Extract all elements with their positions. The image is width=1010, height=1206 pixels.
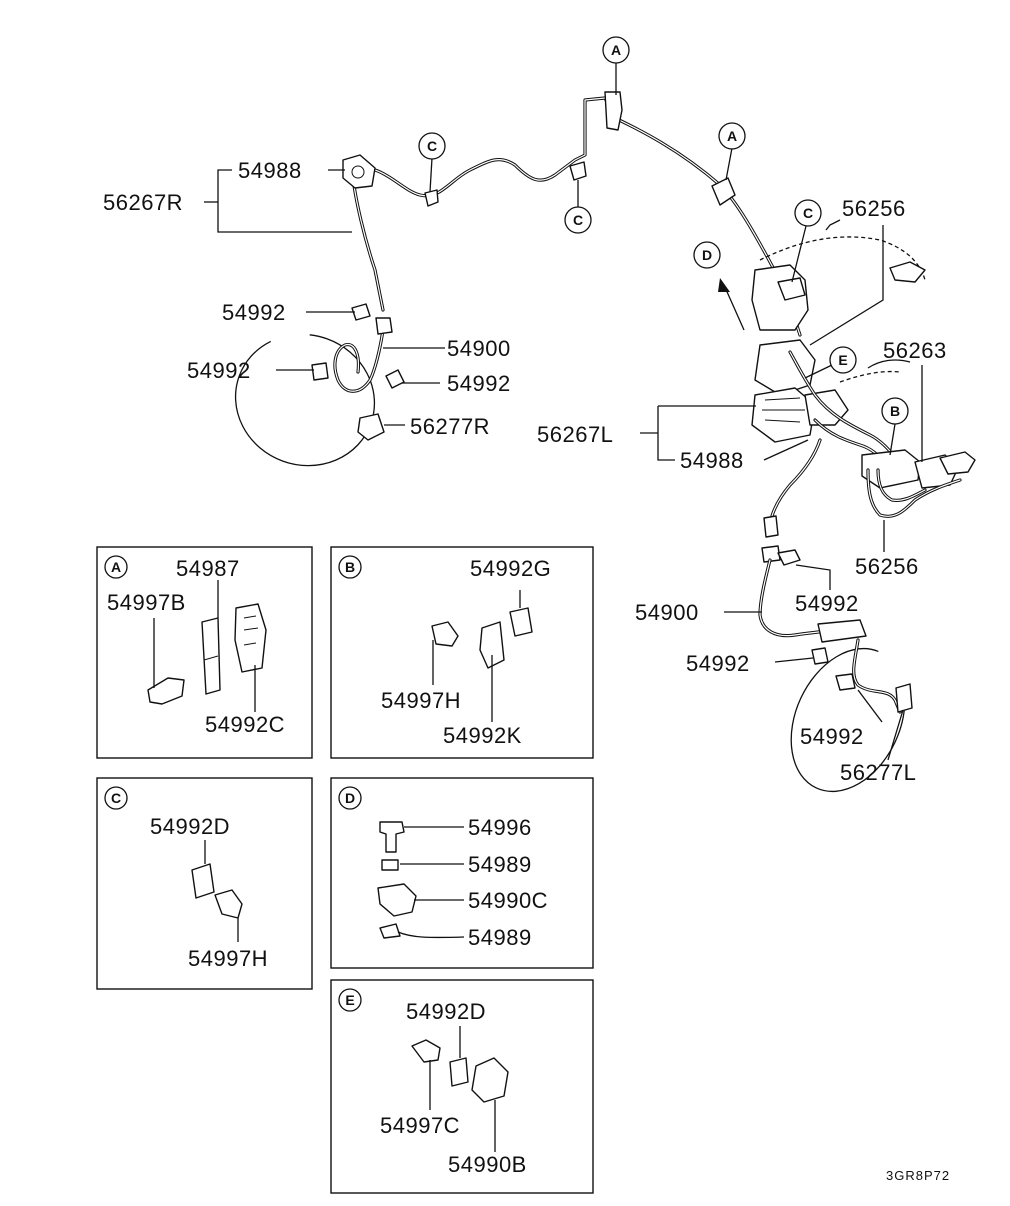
svg-text:B: B [890,403,900,419]
label-54992-right-1: 54992 [222,300,286,325]
left-wheel-hose-group [758,515,913,793]
svg-text:A: A [111,559,121,575]
label-54992-right-2: 54992 [187,358,251,383]
label-54988-left: 54988 [680,448,744,473]
leader-lines [204,169,923,761]
label-54992-left-3: 54992 [800,724,864,749]
callout-a-mid: A [718,122,746,181]
clip-c-2 [569,161,587,181]
svg-text:C: C [803,205,813,221]
clip-a-mid [711,177,736,206]
clip-c-1 [424,189,439,207]
label-56277l: 56277L [840,760,916,785]
svg-text:E: E [838,352,847,368]
label-54900-right: 54900 [447,336,511,361]
label-56277r: 56277R [410,414,490,439]
label-56267r: 56267R [103,190,183,215]
detail-d-label-3: 54990C [468,888,548,913]
callout-c-2: C [564,180,592,234]
detail-d-label-2: 54989 [468,852,532,877]
svg-text:E: E [345,992,354,1008]
label-54900-left: 54900 [635,600,699,625]
arrow-d [718,278,745,331]
detail-e-label-1: 54992D [406,999,486,1024]
detail-box-e: E 54992D 54997C 54990B [330,979,594,1194]
callout-c-1: C [418,132,446,193]
label-56267l: 56267L [537,422,613,447]
detail-b-label-2: 54997H [381,688,461,713]
right-wheel-hose-group [234,303,405,467]
svg-text:D: D [702,247,712,263]
brake-distribution-block [861,449,976,518]
label-54988-right: 54988 [238,158,302,183]
detail-a-label-2: 54997B [107,590,186,615]
detail-e-label-2: 54997C [380,1113,460,1138]
detail-box-c: C 54992D 54997H [96,777,313,990]
label-56256-bottom: 56256 [855,554,919,579]
svg-text:D: D [345,790,355,806]
svg-text:C: C [573,212,583,228]
detail-d-label-1: 54996 [468,815,532,840]
detail-c-label-2: 54997H [188,946,268,971]
callout-b: B [881,397,909,456]
fitting-54988-right [342,154,376,189]
clip-a-top [604,91,623,131]
svg-text:C: C [427,138,437,154]
callout-d: D [693,241,721,269]
detail-c-label-1: 54992D [150,814,230,839]
svg-text:A: A [611,42,621,58]
detail-e-label-3: 54990B [448,1152,527,1177]
detail-d-label-4: 54989 [468,925,532,950]
detail-box-b: B 54992G 54997H 54992K [330,546,594,759]
label-54992-left-1: 54992 [795,591,859,616]
label-56263: 56263 [883,338,947,363]
label-54992-left-2: 54992 [686,651,750,676]
svg-text:C: C [111,790,121,806]
svg-text:A: A [727,128,737,144]
label-56256-top: 56256 [842,196,906,221]
callout-e: E [804,346,857,379]
detail-box-d: D 54996 54989 54990C 54989 [330,777,594,969]
svg-text:B: B [345,559,355,575]
figure-code: 3GR8P72 [886,1168,950,1183]
label-54992-right-3: 54992 [447,371,511,396]
detail-box-a: A 54987 54997B 54992C [96,546,313,759]
detail-a-label-1: 54987 [176,556,240,581]
callout-c-3: C [791,199,822,283]
detail-a-label-3: 54992C [205,712,285,737]
callout-a-top: A [602,36,630,95]
detail-b-label-1: 54992G [470,556,551,581]
detail-b-label-3: 54992K [443,723,522,748]
